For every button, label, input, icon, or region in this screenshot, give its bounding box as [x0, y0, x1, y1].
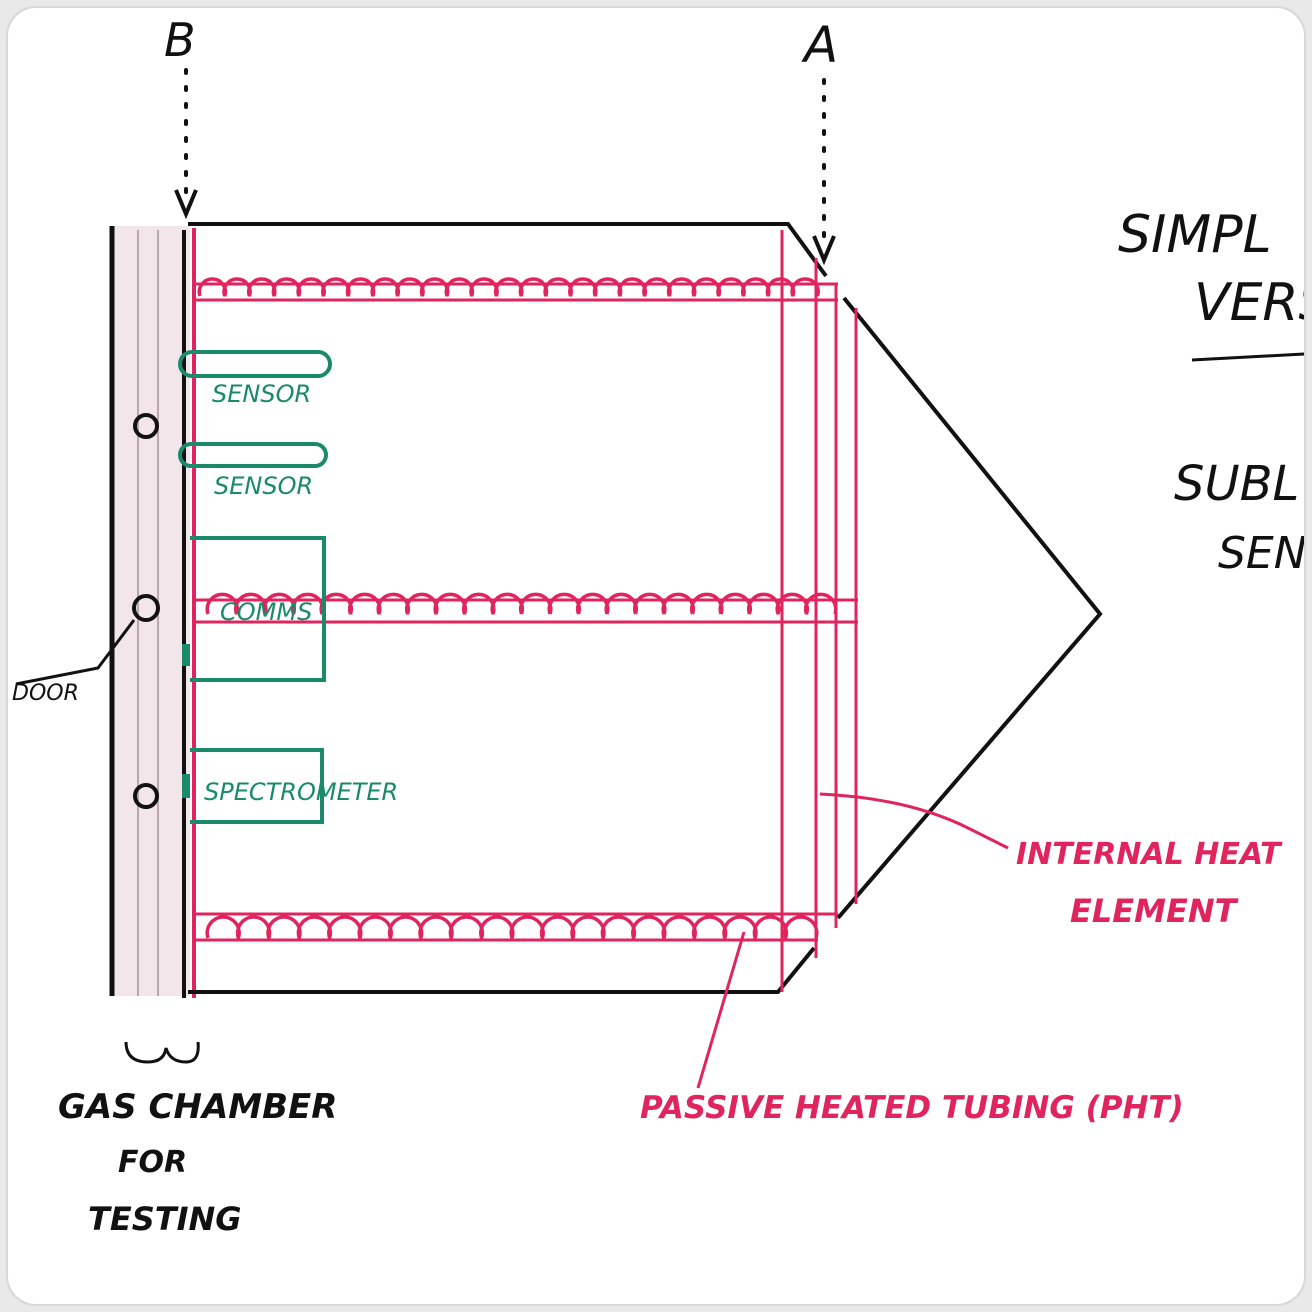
side-title-1: SIMPL — [1118, 205, 1272, 265]
label-sensor-1: SENSOR — [212, 380, 311, 408]
design-sketch: B A SENSOR SENSOR COMMS SPECTROMETER DOO… — [8, 8, 1304, 1304]
arrow-a-head — [814, 236, 834, 260]
coil-loop — [207, 917, 817, 938]
nose-cone — [838, 298, 1100, 918]
comms-connector — [182, 644, 190, 666]
label-b: B — [164, 13, 196, 67]
spectrometer-connector — [182, 774, 190, 798]
side-sub-2: SEN — [1218, 528, 1304, 579]
side-sub-1: SUBL — [1174, 456, 1299, 512]
heater-coil-top — [199, 279, 818, 296]
side-title-underline — [1192, 354, 1304, 360]
sensor-probe — [180, 352, 330, 376]
label-spectrometer: SPECTROMETER — [204, 778, 398, 806]
heater-coil-bottom — [207, 917, 817, 938]
label-gas-chamber-1: GAS CHAMBER — [58, 1087, 337, 1127]
label-internal-heat-1: INTERNAL HEAT — [1016, 837, 1283, 872]
pht-leader — [698, 932, 744, 1088]
label-a: A — [801, 16, 838, 74]
label-pht: PASSIVE HEATED TUBING (PHT) — [640, 1090, 1184, 1126]
label-gas-chamber-2: FOR — [118, 1145, 187, 1180]
body-top-edge — [188, 224, 826, 276]
heat-element-leader — [820, 794, 1008, 848]
label-sensor-2: SENSOR — [214, 472, 313, 500]
coil-loop — [199, 279, 818, 296]
gas-chamber — [112, 226, 190, 996]
label-internal-heat-2: ELEMENT — [1070, 892, 1239, 930]
label-door: DOOR — [12, 681, 79, 706]
gas-chamber-brace — [126, 1042, 198, 1062]
body-bottom-edge — [188, 948, 814, 992]
label-comms: COMMS — [220, 598, 312, 626]
sensor-probe — [180, 444, 326, 466]
label-gas-chamber-3: TESTING — [88, 1200, 242, 1238]
sketch-card: B A SENSOR SENSOR COMMS SPECTROMETER DOO… — [8, 8, 1304, 1304]
